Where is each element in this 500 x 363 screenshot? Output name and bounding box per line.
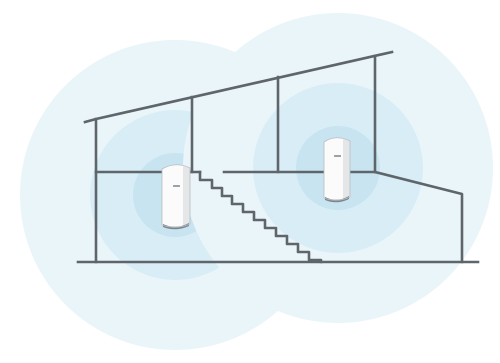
router-upstairs-side xyxy=(343,139,350,199)
router-downstairs xyxy=(161,164,191,230)
annex-roof-wall xyxy=(373,170,464,264)
router-downstairs-side xyxy=(183,166,190,226)
router-downstairs-base xyxy=(163,223,189,230)
router-downstairs-logo-icon xyxy=(173,185,180,187)
router-downstairs-outline xyxy=(161,164,191,228)
router-upstairs xyxy=(323,137,351,203)
router-upstairs-logo-icon xyxy=(334,155,341,157)
house-walls xyxy=(76,50,480,264)
router-upstairs-base xyxy=(325,196,349,203)
router-upstairs-outline xyxy=(323,137,351,201)
staircase xyxy=(198,170,323,264)
